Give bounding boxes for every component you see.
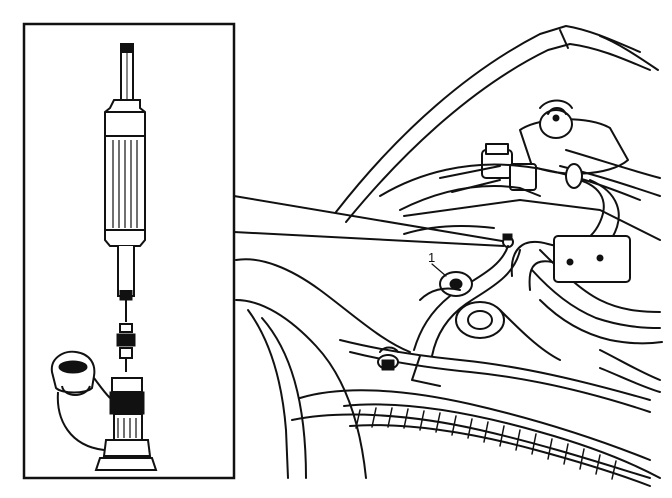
valve-core	[116, 323, 136, 372]
service-port-low	[377, 346, 399, 371]
coolant-reservoir	[519, 99, 629, 175]
service-port	[94, 377, 158, 471]
pulley-assembly	[419, 271, 505, 339]
hood-panel	[335, 25, 659, 223]
dust-cap	[50, 350, 111, 451]
callout-leader	[431, 263, 447, 277]
inset-frame	[22, 22, 236, 480]
right-components	[553, 235, 661, 393]
callout-label: 1	[428, 250, 435, 265]
inset-detail-panel	[22, 22, 236, 480]
front-body	[235, 258, 651, 479]
service-tool	[104, 43, 146, 322]
radiator-grille	[343, 403, 661, 487]
engine-bay-illustration: 1	[235, 25, 663, 487]
callout-wedge	[233, 195, 514, 248]
